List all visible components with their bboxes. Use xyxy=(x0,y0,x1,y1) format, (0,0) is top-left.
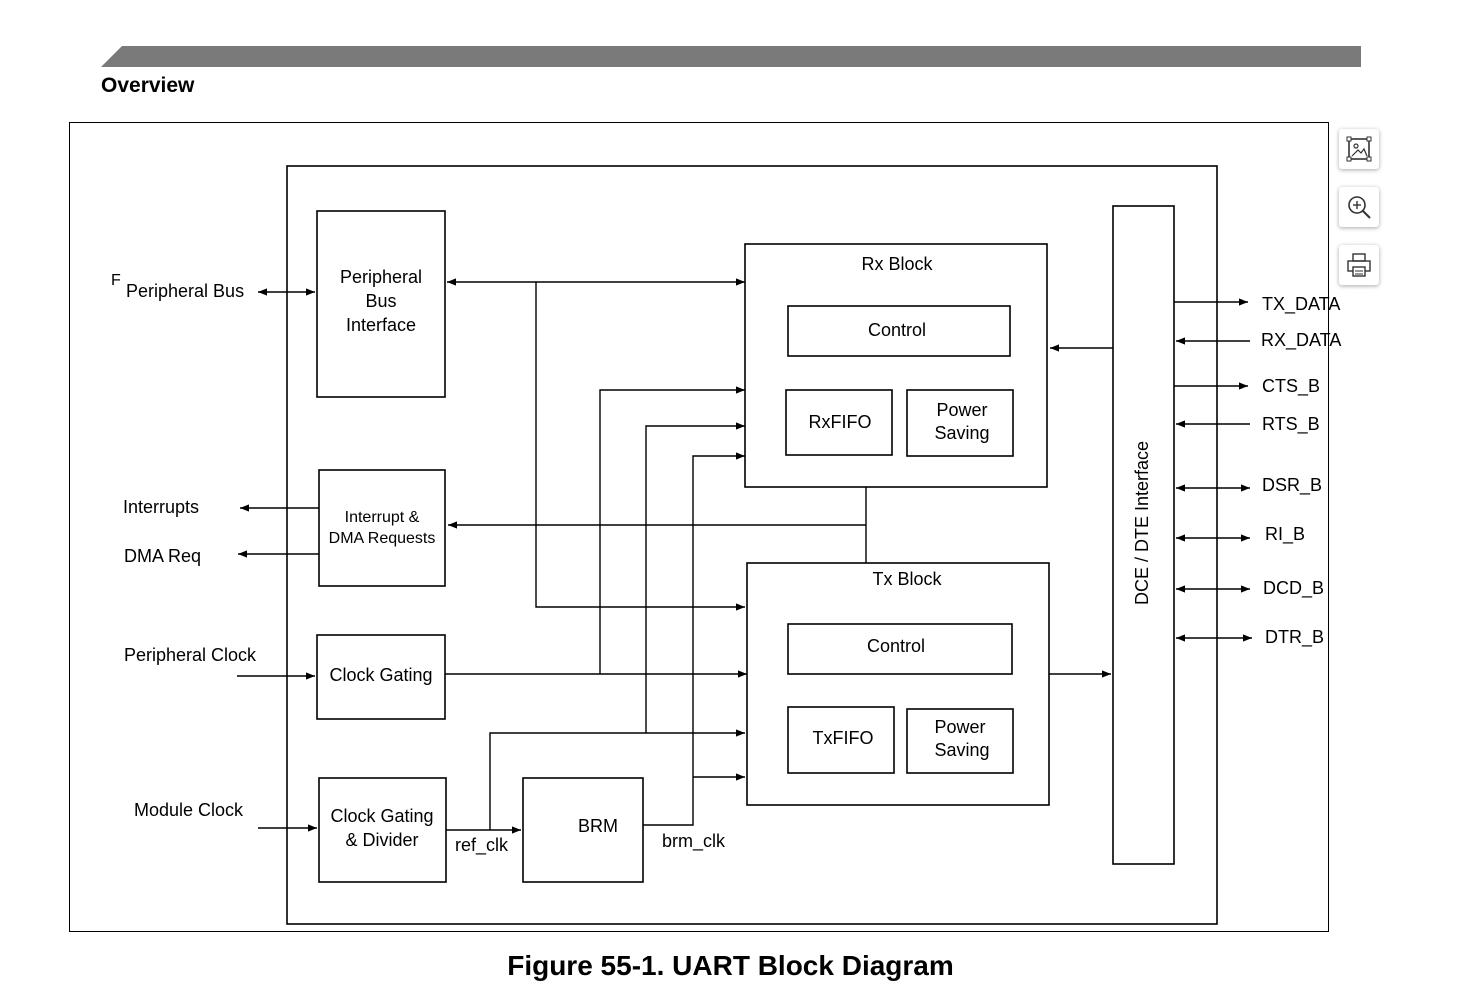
tx-power-saving-label-1: Power xyxy=(934,717,985,737)
signal-dcd-b: DCD_B xyxy=(1263,578,1324,599)
image-view-icon xyxy=(1346,136,1372,162)
signal-dsr-b: DSR_B xyxy=(1262,475,1322,496)
rx-control-block xyxy=(787,305,1011,357)
image-view-button[interactable] xyxy=(1339,129,1379,169)
section-title: Overview xyxy=(101,74,195,97)
signal-tx-data: TX_DATA xyxy=(1262,294,1340,315)
interrupt-dma-label-1: Interrupt & xyxy=(345,509,420,526)
rx-control-label: Control xyxy=(868,320,926,340)
tx-block xyxy=(746,562,1050,806)
signal-dtr-b: DTR_B xyxy=(1265,627,1324,648)
peripheral-bus-interface-label-2: Bus xyxy=(365,291,396,311)
rxfifo-block xyxy=(785,389,893,456)
rx-block-label: Rx Block xyxy=(861,254,933,274)
signal-rx-data: RX_DATA xyxy=(1261,330,1341,351)
print-icon xyxy=(1347,253,1371,277)
module-clock-label: Module Clock xyxy=(134,800,244,820)
rx-block xyxy=(744,243,1048,488)
signal-rts-b: RTS_B xyxy=(1262,414,1320,435)
tx-control-label: Control xyxy=(867,636,925,656)
figure-frame xyxy=(69,122,1329,932)
clock-gating-label: Clock Gating xyxy=(329,665,432,685)
zoom-in-icon xyxy=(1348,196,1371,219)
tx-power-saving-block xyxy=(906,708,1014,774)
peripheral-clock-label: Peripheral Clock xyxy=(124,645,257,665)
rx-power-saving-label-1: Power xyxy=(936,400,987,420)
dce-dte-interface-label: DCE / DTE Interface xyxy=(1132,441,1152,605)
signal-ri-b: RI_B xyxy=(1265,524,1305,545)
interrupts-label: Interrupts xyxy=(123,497,199,517)
print-button[interactable] xyxy=(1339,245,1379,285)
brm-block xyxy=(522,777,644,883)
zoom-in-button[interactable] xyxy=(1339,187,1379,227)
peripheral-bus-interface-label-3: Interface xyxy=(346,315,416,335)
uart-module-boundary xyxy=(286,165,1218,925)
txfifo-label: TxFIFO xyxy=(813,728,874,748)
interrupt-dma-block xyxy=(318,469,446,587)
tx-power-saving-label-2: Saving xyxy=(934,740,989,760)
dma-req-label: DMA Req xyxy=(124,546,201,566)
stray-mark-label: F xyxy=(111,272,121,289)
rxfifo-label: RxFIFO xyxy=(809,412,872,432)
peripheral-bus-interface-block xyxy=(316,210,446,398)
dce-dte-interface-block xyxy=(1112,205,1175,865)
tx-block-label: Tx Block xyxy=(872,569,942,589)
peripheral-bus-interface-label-1: Peripheral xyxy=(340,267,422,287)
tx-control-block xyxy=(787,623,1013,675)
brm-label: BRM xyxy=(578,816,618,836)
signal-cts-b: CTS_B xyxy=(1262,376,1320,397)
header-bar xyxy=(101,46,1361,67)
clock-gating-block xyxy=(316,634,446,720)
interrupt-dma-label-2: DMA Requests xyxy=(329,530,436,547)
rx-power-saving-label-2: Saving xyxy=(934,423,989,443)
clock-gating-divider-label-1: Clock Gating xyxy=(330,806,433,826)
txfifo-block xyxy=(787,706,895,774)
brm-clk-label: brm_clk xyxy=(662,831,726,852)
figure-caption: Figure 55-1. UART Block Diagram xyxy=(507,950,954,981)
rx-power-saving-block xyxy=(906,389,1014,457)
peripheral-bus-label: Peripheral Bus xyxy=(126,281,244,301)
clock-gating-divider-label-2: & Divider xyxy=(345,830,418,850)
ref-clk-label: ref_clk xyxy=(455,835,509,856)
